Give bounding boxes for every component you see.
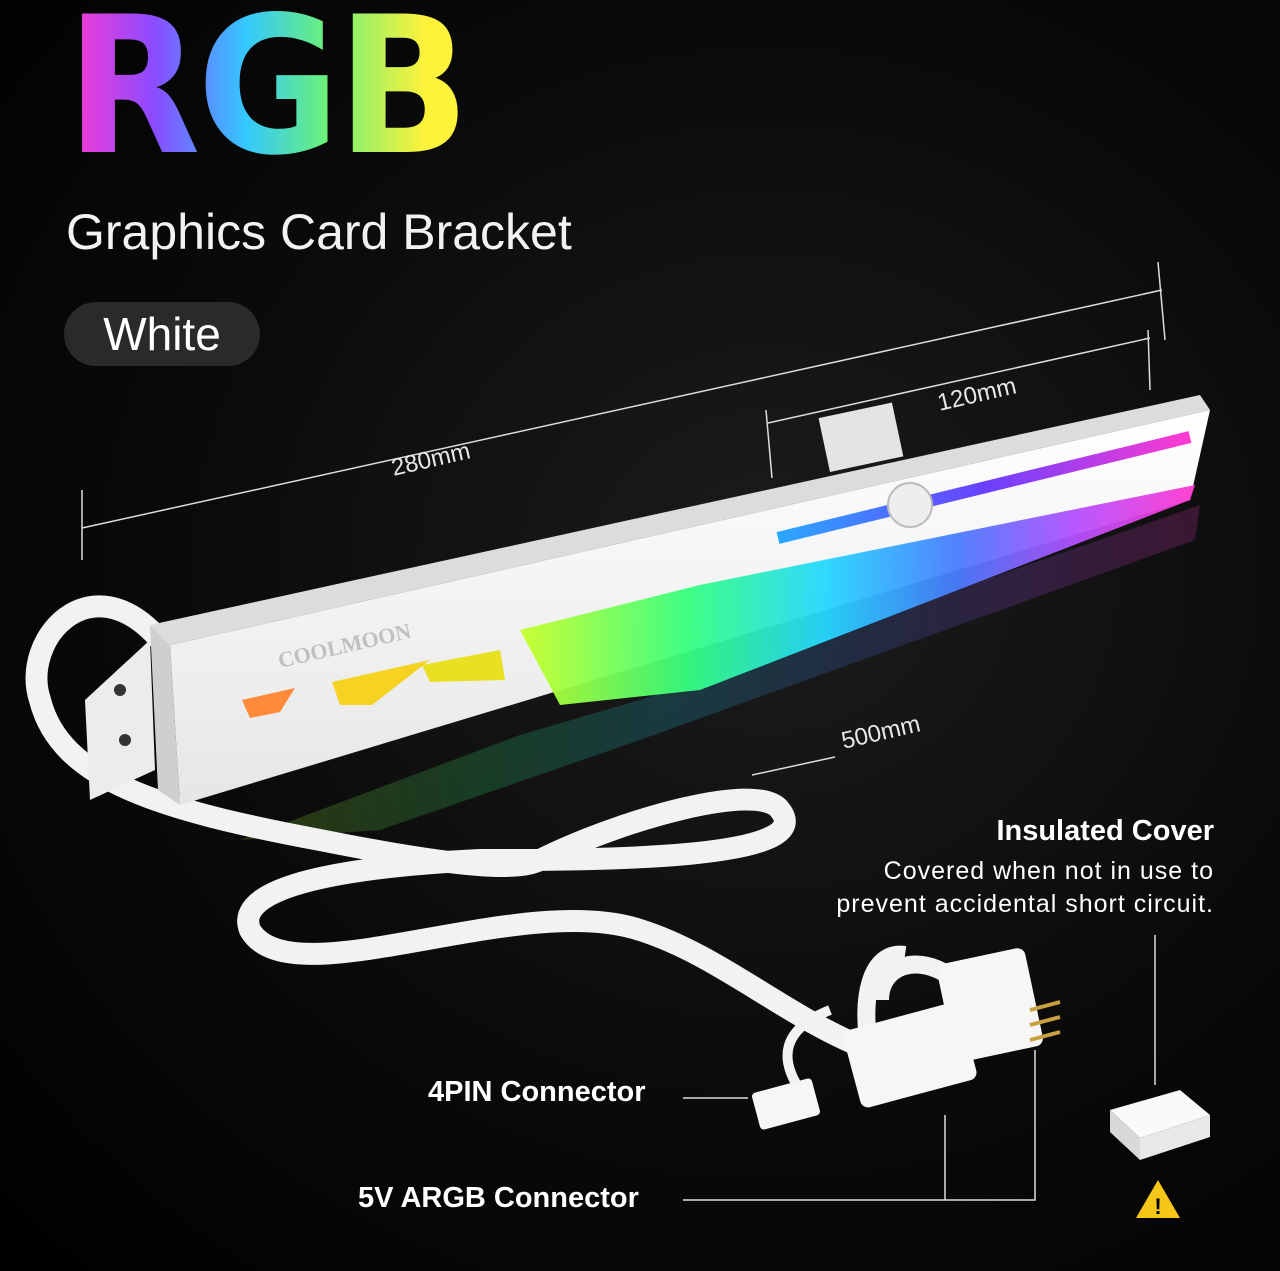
subtitle: Graphics Card Bracket bbox=[66, 204, 572, 260]
description-line: prevent accidental short circuit. bbox=[836, 890, 1214, 918]
insulated-cover-description: Covered when not in use to prevent accid… bbox=[836, 855, 1214, 921]
headline: RGB bbox=[66, 0, 470, 182]
label-4pin-connector: 4PIN Connector bbox=[428, 1076, 646, 1108]
description-line: Covered when not in use to bbox=[883, 857, 1214, 885]
svg-text:!: ! bbox=[1154, 1194, 1161, 1219]
insulated-cover-title: Insulated Cover bbox=[996, 815, 1214, 847]
dimension-lines bbox=[81, 261, 1166, 776]
label-argb-connector: 5V ARGB Connector bbox=[358, 1182, 639, 1214]
color-badge: White bbox=[64, 302, 260, 366]
warning-icon bbox=[1136, 1180, 1180, 1218]
